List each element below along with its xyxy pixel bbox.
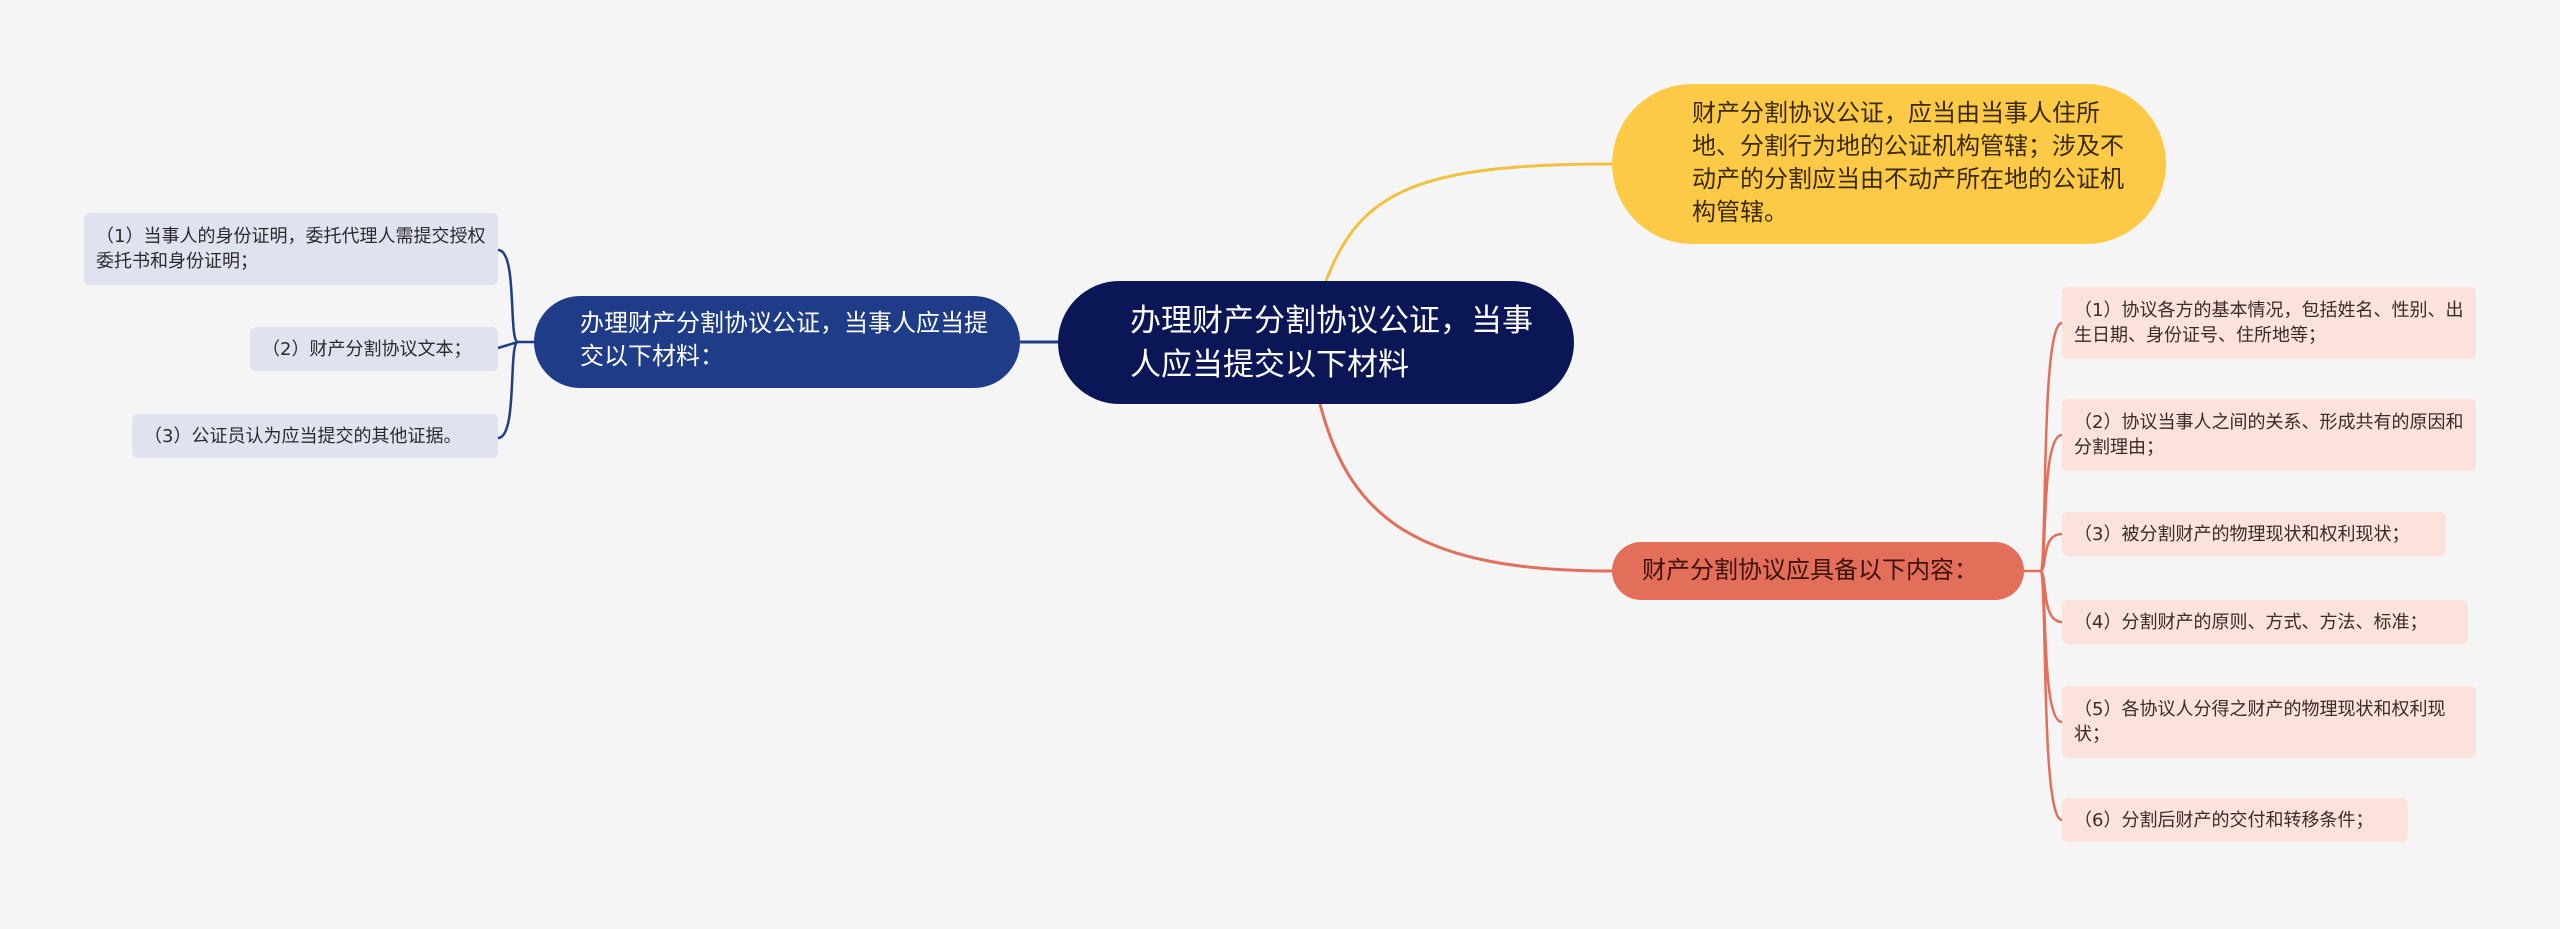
right-leaf-1-text: （1）协议各方的基本情况，包括姓名、性别、出生日期、身份证号、住所地等； [2074,300,2464,346]
note-text: 财产分割协议公证，应当由当事人住所地、分割行为地的公证机构管辖；涉及不动产的分割… [1692,99,2124,226]
edge-orange-leaves [2024,321,2063,822]
edge-root-note [1324,162,1613,282]
root-node[interactable]: 办理财产分割协议公证，当事人应当提交以下材料 [1058,281,1574,404]
right-leaf-3-text: （3）被分割财产的物理现状和权利现状； [2074,524,2410,545]
right-leaf-4[interactable]: （4）分割财产的原则、方式、方法、标准； [2062,600,2468,644]
left-branch-text: 办理财产分割协议公证，当事人应当提交以下材料： [580,309,988,370]
edge-root-orange [1318,403,1613,573]
left-leaf-1-text: （1）当事人的身份证明，委托代理人需提交授权委托书和身份证明； [96,226,486,272]
right-leaf-3[interactable]: （3）被分割财产的物理现状和权利现状； [2062,512,2446,556]
note-node[interactable]: 财产分割协议公证，应当由当事人住所地、分割行为地的公证机构管辖；涉及不动产的分割… [1612,84,2166,244]
left-branch-node[interactable]: 办理财产分割协议公证，当事人应当提交以下材料： [534,296,1020,388]
left-leaf-3[interactable]: （3）公证员认为应当提交的其他证据。 [132,414,498,458]
root-text: 办理财产分割协议公证，当事人应当提交以下材料 [1130,303,1533,383]
right-leaf-6[interactable]: （6）分割后财产的交付和转移条件； [2062,798,2408,842]
right-leaf-1[interactable]: （1）协议各方的基本情况，包括姓名、性别、出生日期、身份证号、住所地等； [2062,287,2476,359]
edge-left-leaves [497,248,534,440]
left-leaf-2-text: （2）财产分割协议文本； [262,339,472,360]
left-leaf-1[interactable]: （1）当事人的身份证明，委托代理人需提交授权委托书和身份证明； [84,213,498,285]
right-leaf-2[interactable]: （2）协议当事人之间的关系、形成共有的原因和分割理由； [2062,399,2476,471]
right-leaf-5-text: （5）各协议人分得之财产的物理现状和权利现状； [2074,699,2446,745]
orange-branch-node[interactable]: 财产分割协议应具备以下内容： [1612,542,2024,600]
orange-branch-text: 财产分割协议应具备以下内容： [1642,556,1978,584]
left-leaf-3-text: （3）公证员认为应当提交的其他证据。 [144,426,462,447]
right-leaf-2-text: （2）协议当事人之间的关系、形成共有的原因和分割理由； [2074,412,2464,458]
right-leaf-6-text: （6）分割后财产的交付和转移条件； [2074,810,2374,831]
left-leaf-2[interactable]: （2）财产分割协议文本； [250,327,498,371]
right-leaf-4-text: （4）分割财产的原则、方式、方法、标准； [2074,612,2428,633]
right-leaf-5[interactable]: （5）各协议人分得之财产的物理现状和权利现状； [2062,686,2476,758]
